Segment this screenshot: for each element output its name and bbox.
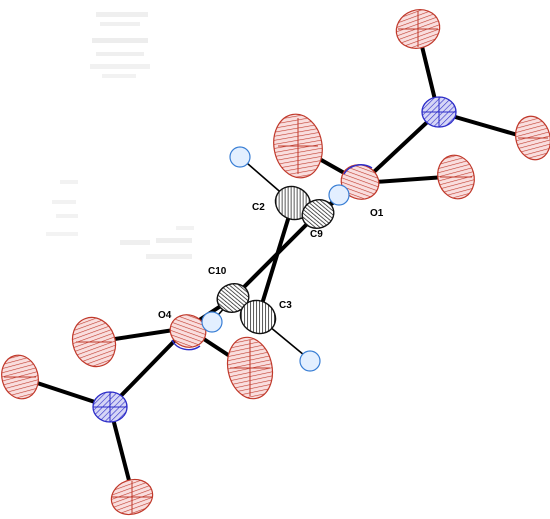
bonds xyxy=(20,28,530,494)
atom-label-c10: C10 xyxy=(208,266,227,277)
nitrogen-octant-lines xyxy=(93,97,456,422)
bond-c9-c10 xyxy=(231,211,320,300)
atom-label-o1: O1 xyxy=(370,208,384,219)
background-ghost-marks xyxy=(46,12,194,259)
oxygen-ellipsoid-o4 xyxy=(169,314,207,348)
hydrogen-atoms xyxy=(201,146,350,372)
hydrogen-atom-c9 xyxy=(328,184,350,206)
atom-label-c2: C2 xyxy=(252,202,265,213)
hydrogen-atom-c10 xyxy=(201,311,223,333)
hydrogen-atom-c2 xyxy=(229,146,251,168)
atom-label-c9: C9 xyxy=(310,229,323,240)
hydrogen-atom-c3 xyxy=(299,350,321,372)
carbon-ellipsoids xyxy=(216,185,335,335)
oxygen-blue-rims xyxy=(171,164,373,351)
oxygen-octant-lines xyxy=(4,11,548,513)
atom-label-o4: O4 xyxy=(158,310,172,321)
bond-c2-c3 xyxy=(256,201,295,319)
carbon-ellipsoid-c3 xyxy=(239,299,277,335)
atom-label-c3: C3 xyxy=(279,300,292,311)
oxygen-ellipsoid-o1 xyxy=(340,164,380,200)
carbon-ellipsoid-c9 xyxy=(301,199,335,229)
bond-n-o1 xyxy=(360,110,440,185)
atom-labels: O1 C2 C9 C10 C3 O4 xyxy=(158,202,384,321)
oxygen-ellipsoids xyxy=(1,9,550,516)
carbon-ellipsoid-c10 xyxy=(216,283,250,313)
